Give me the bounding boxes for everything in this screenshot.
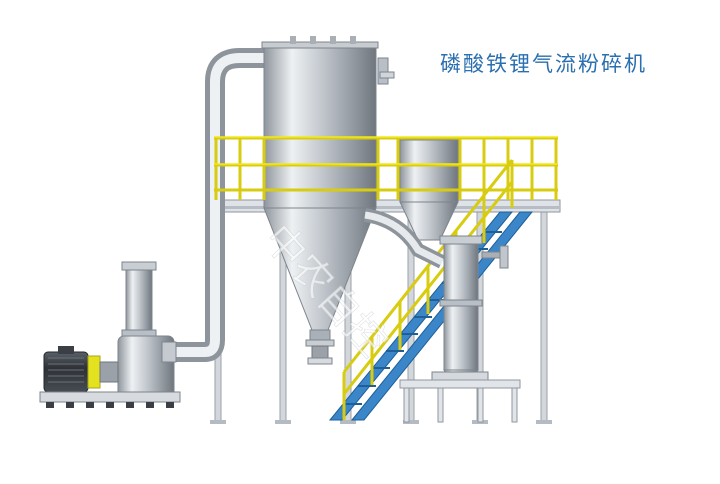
page-title: 磷酸铁锂气流粉碎机 [440, 52, 647, 76]
feed-pipe [363, 208, 446, 269]
railing-top-highlight [214, 136, 558, 165]
fan-motor [43, 346, 119, 393]
platform-deck [209, 199, 561, 213]
induced-draft-fan [117, 335, 177, 399]
air-duct [170, 48, 268, 362]
platform-railing [214, 136, 558, 200]
mill-stand [399, 379, 521, 423]
fan-base-frame [39, 391, 181, 408]
exhaust-silencer [121, 261, 157, 337]
cyclone-collector [261, 36, 395, 365]
secondary-vessel [399, 139, 459, 241]
column-bases [210, 420, 552, 424]
